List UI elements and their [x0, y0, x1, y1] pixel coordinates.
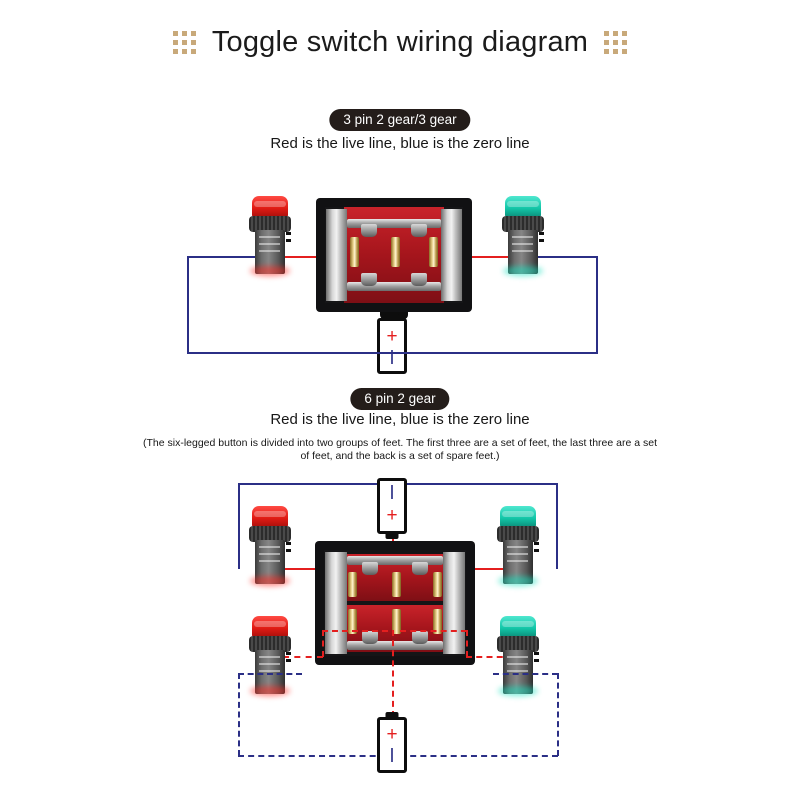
switch-bar-top: [347, 218, 441, 228]
caption-6-pin: Red is the live line, blue is the zero l…: [270, 411, 530, 428]
lamp-glow: [250, 266, 290, 276]
switch-pin-2: [392, 572, 402, 597]
lamp-dome-icon: [500, 616, 536, 638]
lamp-dome-icon: [252, 616, 288, 638]
switch-clip-right: [440, 208, 462, 302]
6-pin-rocker-switch[interactable]: [315, 541, 475, 665]
lamp-collar: [497, 636, 539, 652]
switch-clip-left: [326, 208, 348, 302]
wire-zero-left-6pin: [238, 483, 240, 569]
lamp-collar: [249, 216, 291, 232]
wire-live-dashed-right-a-6pin: [466, 656, 513, 658]
wire-zero-dashed-right-6pin: [557, 673, 559, 756]
lamp-collar: [249, 526, 291, 542]
wire-zero-bottom-3pin-b: [187, 352, 598, 354]
dot-grid-icon-left: [172, 31, 196, 54]
wire-live-dashed-left-a-6pin: [283, 656, 323, 658]
lamp-dome-icon: [252, 506, 288, 528]
indicator-lamp-red-bottom-left-6pin[interactable]: [248, 616, 292, 696]
lamp-glow: [250, 686, 290, 696]
battery-plus-symbol: +: [386, 505, 398, 526]
lamp-collar: [497, 526, 539, 542]
lamp-terminals: [534, 652, 539, 666]
switch-pin-6: [432, 609, 442, 634]
wire-zero-left-3pin: [187, 256, 189, 353]
page-title: Toggle switch wiring diagram: [211, 26, 589, 58]
3-pin-rocker-switch[interactable]: [316, 198, 472, 319]
lamp-glow: [498, 576, 538, 586]
wire-live-dashed-left-drop-6pin: [322, 630, 324, 657]
lamp-terminals: [286, 652, 291, 666]
dot-grid-icon-right: [604, 31, 628, 54]
switch-clip-left: [325, 552, 347, 654]
switch-pin-2: [391, 236, 401, 267]
lamp-dome-icon: [505, 196, 541, 218]
switch-pin-1: [348, 572, 358, 597]
lamp-collar: [249, 636, 291, 652]
wire-live-dashed-right-b-6pin: [400, 630, 467, 632]
switch-pin-5: [392, 609, 402, 634]
switch-pin-3: [432, 572, 442, 597]
indicator-lamp-red-left-3pin[interactable]: [248, 196, 292, 276]
switch-bar-bottom: [347, 282, 441, 292]
switch-clip-right: [443, 552, 465, 654]
lamp-terminals: [286, 232, 291, 246]
page-title-row: Toggle switch wiring diagram: [0, 26, 800, 59]
battery-bottom-6pin: + l: [377, 712, 407, 773]
switch-pin-3: [429, 236, 439, 267]
lamp-dome-icon: [500, 506, 536, 528]
battery-top-6pin: l +: [377, 478, 407, 539]
battery-cap: [385, 313, 399, 318]
indicator-lamp-green-top-right-6pin[interactable]: [496, 506, 540, 586]
badge-6-pin: 6 pin 2 gear: [350, 388, 450, 410]
wire-zero-dashed-topleft-6pin: [238, 673, 302, 675]
battery-minus-symbol: l: [389, 483, 395, 504]
switch-pin-4: [348, 609, 358, 634]
note-6-pin: (The six-legged button is divided into t…: [142, 437, 657, 462]
lamp-glow: [250, 576, 290, 586]
wire-zero-dashed-left-6pin: [238, 673, 240, 756]
battery-plus-symbol: +: [386, 724, 398, 745]
wire-zero-right-6pin: [556, 483, 558, 569]
lamp-glow: [503, 266, 543, 276]
lamp-glow: [498, 686, 538, 696]
indicator-lamp-green-bottom-right-6pin[interactable]: [496, 616, 540, 696]
wire-live-dashed-left-b-6pin: [322, 630, 388, 632]
lamp-terminals: [534, 542, 539, 556]
lamp-collar: [502, 216, 544, 232]
battery-minus-symbol: l: [389, 746, 395, 767]
wire-zero-dashed-topright-6pin: [493, 673, 558, 675]
battery-cell: [377, 318, 407, 374]
switch-pin-1: [349, 236, 359, 267]
battery-cell: [377, 478, 407, 534]
badge-3-pin: 3 pin 2 gear/3 gear: [329, 109, 471, 131]
lamp-terminals: [286, 542, 291, 556]
indicator-lamp-red-top-left-6pin[interactable]: [248, 506, 292, 586]
wire-zero-right-3pin: [596, 256, 598, 353]
battery-minus-symbol: l: [389, 348, 395, 369]
battery-cap: [385, 534, 399, 539]
lamp-dome-icon: [252, 196, 288, 218]
wire-live-dashed-battery-6pin: [392, 630, 394, 717]
wire-live-left-a-6pin: [283, 568, 323, 570]
battery-cell: [377, 717, 407, 773]
indicator-lamp-green-right-3pin[interactable]: [501, 196, 545, 276]
wire-live-right-a-6pin: [466, 568, 513, 570]
battery-3pin: + l: [377, 313, 407, 374]
battery-plus-symbol: +: [386, 326, 398, 347]
lamp-terminals: [539, 232, 544, 246]
wire-live-dashed-right-drop-6pin: [466, 630, 468, 657]
battery-cap: [385, 712, 399, 717]
caption-3-pin: Red is the live line, blue is the zero l…: [270, 135, 530, 152]
